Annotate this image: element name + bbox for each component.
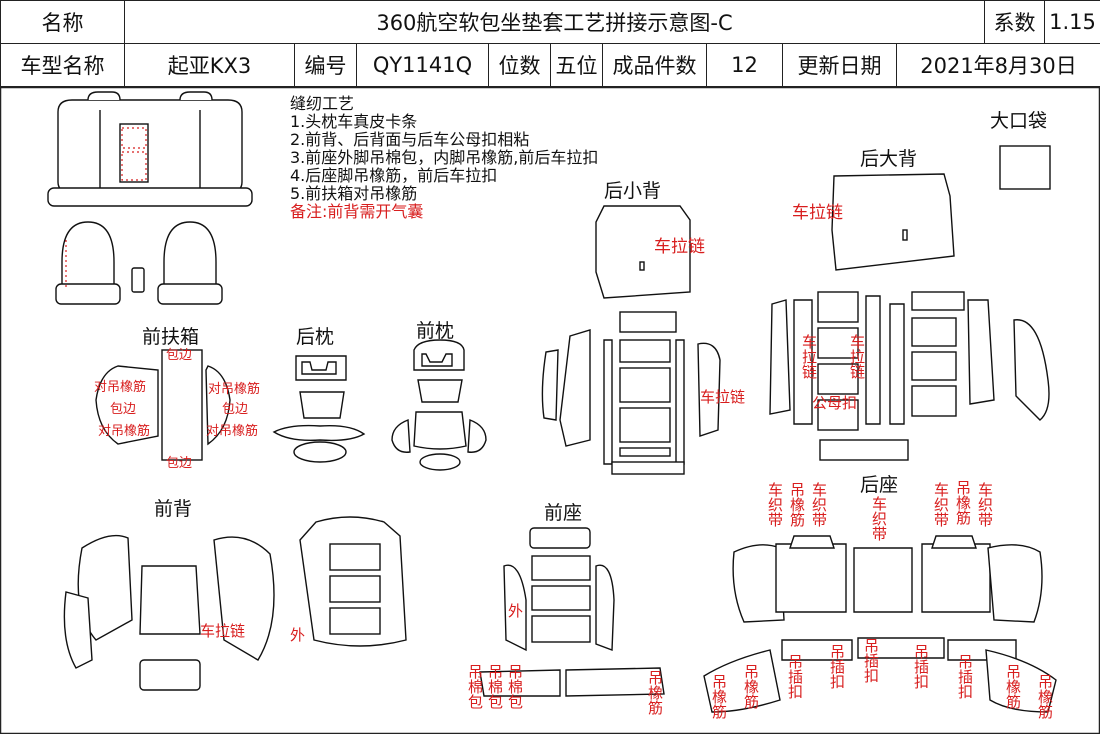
outer-note: 外 xyxy=(508,602,524,620)
label-big-pocket: 大口袋 xyxy=(990,110,1048,132)
hang-elastic-note: 吊橡筋 xyxy=(646,670,664,715)
male-female-clip-note: 公母扣 xyxy=(812,394,858,412)
notes-remark: 备注:前背需开气囊 xyxy=(290,202,424,221)
pattern-drawing xyxy=(0,87,1100,734)
hang-clip-note: 吊插扣 xyxy=(828,644,846,689)
hang-elastic-note: 吊橡筋 xyxy=(710,674,728,719)
date-value: 2021年8月30日 xyxy=(896,43,1100,87)
outer-note: 外 xyxy=(290,626,306,644)
pieces-value: 12 xyxy=(706,43,783,87)
notes-title: 缝纫工艺 xyxy=(290,94,355,113)
rear-small-back-set xyxy=(541,311,721,475)
date-label: 更新日期 xyxy=(782,43,897,87)
hang-cotton-binding-note: 吊棉包 xyxy=(466,664,484,709)
binding-note: 包边 xyxy=(166,348,193,363)
name-label: 名称 xyxy=(0,0,125,44)
zipper-note-vertical: 车拉链 xyxy=(848,334,866,379)
woven-strap-note: 车织带 xyxy=(870,496,888,541)
seats-value: 五位 xyxy=(550,43,603,87)
code-label: 编号 xyxy=(294,43,357,87)
sewing-notes: 缝纫工艺 1.头枕车真皮卡条 2.前背、后背面与后车公母扣相粘 3.前座外脚吊棉… xyxy=(290,95,598,221)
zipper-note-small-back-set: 车拉链 xyxy=(700,388,746,406)
woven-strap-note: 车织带 xyxy=(766,482,784,527)
hang-cotton-binding-note: 吊棉包 xyxy=(486,664,504,709)
front-seat-set xyxy=(479,527,665,697)
pair-elastic-note: 对吊橡筋 xyxy=(208,382,261,397)
zipper-note-rear-big-back: 车拉链 xyxy=(792,203,843,223)
woven-strap-note: 车织带 xyxy=(810,482,828,527)
binding-note: 包边 xyxy=(222,402,249,417)
pair-elastic-note: 对吊橡筋 xyxy=(206,424,259,439)
label-front-headrest: 前枕 xyxy=(416,320,455,342)
front-seat-overview xyxy=(55,221,223,305)
code-value: QY1141Q xyxy=(356,43,489,87)
hang-elastic-note: 吊橡筋 xyxy=(1036,674,1054,719)
rear-big-back-piece xyxy=(831,173,955,271)
hang-elastic-note: 吊橡筋 xyxy=(788,482,806,527)
rear-small-back-piece xyxy=(595,205,691,299)
factor-value: 1.15 xyxy=(1044,0,1100,44)
hang-elastic-note: 吊橡筋 xyxy=(1004,664,1022,709)
woven-strap-note: 车织带 xyxy=(976,482,994,527)
hang-clip-note: 吊插扣 xyxy=(786,654,804,699)
pair-elastic-note: 对吊橡筋 xyxy=(94,380,147,395)
binding-note: 包边 xyxy=(166,456,193,471)
hang-cotton-binding-note: 吊棉包 xyxy=(506,664,524,709)
label-rear-small-back: 后小背 xyxy=(604,180,662,202)
rear-bench-overview xyxy=(47,91,253,207)
note-item: 3.前座外脚吊棉包，内脚吊橡筋,前后车拉扣 xyxy=(290,148,599,167)
zipper-note-front-back: 车拉链 xyxy=(200,622,246,640)
model-value: 起亚KX3 xyxy=(124,43,295,87)
label-front-armrest: 前扶箱 xyxy=(142,326,200,348)
factor-label: 系数 xyxy=(984,0,1045,44)
hang-clip-note: 吊插扣 xyxy=(862,638,880,683)
front-armrest-pieces xyxy=(95,349,231,461)
hang-elastic-note: 吊橡筋 xyxy=(742,664,760,709)
pair-elastic-note: 对吊橡筋 xyxy=(98,424,151,439)
binding-note: 包边 xyxy=(110,402,137,417)
pieces-label: 成品件数 xyxy=(602,43,707,87)
seats-label: 位数 xyxy=(488,43,551,87)
label-front-back: 前背 xyxy=(154,498,193,520)
rear-headrest-pieces xyxy=(272,355,366,463)
document-title: 360航空软包坐垫套工艺拼接示意图-C xyxy=(124,0,985,44)
label-rear-big-back: 后大背 xyxy=(860,148,918,170)
label-front-seat: 前座 xyxy=(544,502,583,524)
front-headrest-pieces xyxy=(391,339,487,471)
model-label: 车型名称 xyxy=(0,43,125,87)
note-item: 1.头枕车真皮卡条 xyxy=(290,112,418,131)
label-rear-headrest: 后枕 xyxy=(296,326,335,348)
hang-elastic-note: 吊橡筋 xyxy=(954,480,972,525)
woven-strap-note: 车织带 xyxy=(932,482,950,527)
hang-clip-note: 吊插扣 xyxy=(956,654,974,699)
big-pocket-piece xyxy=(999,145,1051,190)
note-item: 5.前扶箱对吊橡筋 xyxy=(290,184,418,203)
front-back-set xyxy=(63,516,407,691)
zipper-note-rear-small-back: 车拉链 xyxy=(654,237,705,257)
note-item: 4.后座脚吊橡筋，前后车拉扣 xyxy=(290,166,498,185)
rear-seat-set xyxy=(703,535,1057,713)
label-rear-seat: 后座 xyxy=(860,474,899,496)
rear-big-back-set xyxy=(769,291,1050,461)
header-table: 名称 360航空软包坐垫套工艺拼接示意图-C 系数 1.15 车型名称 起亚KX… xyxy=(0,0,1100,87)
zipper-note-vertical: 车拉链 xyxy=(800,334,818,379)
hang-clip-note: 吊插扣 xyxy=(912,644,930,689)
note-item: 2.前背、后背面与后车公母扣相粘 xyxy=(290,130,530,149)
